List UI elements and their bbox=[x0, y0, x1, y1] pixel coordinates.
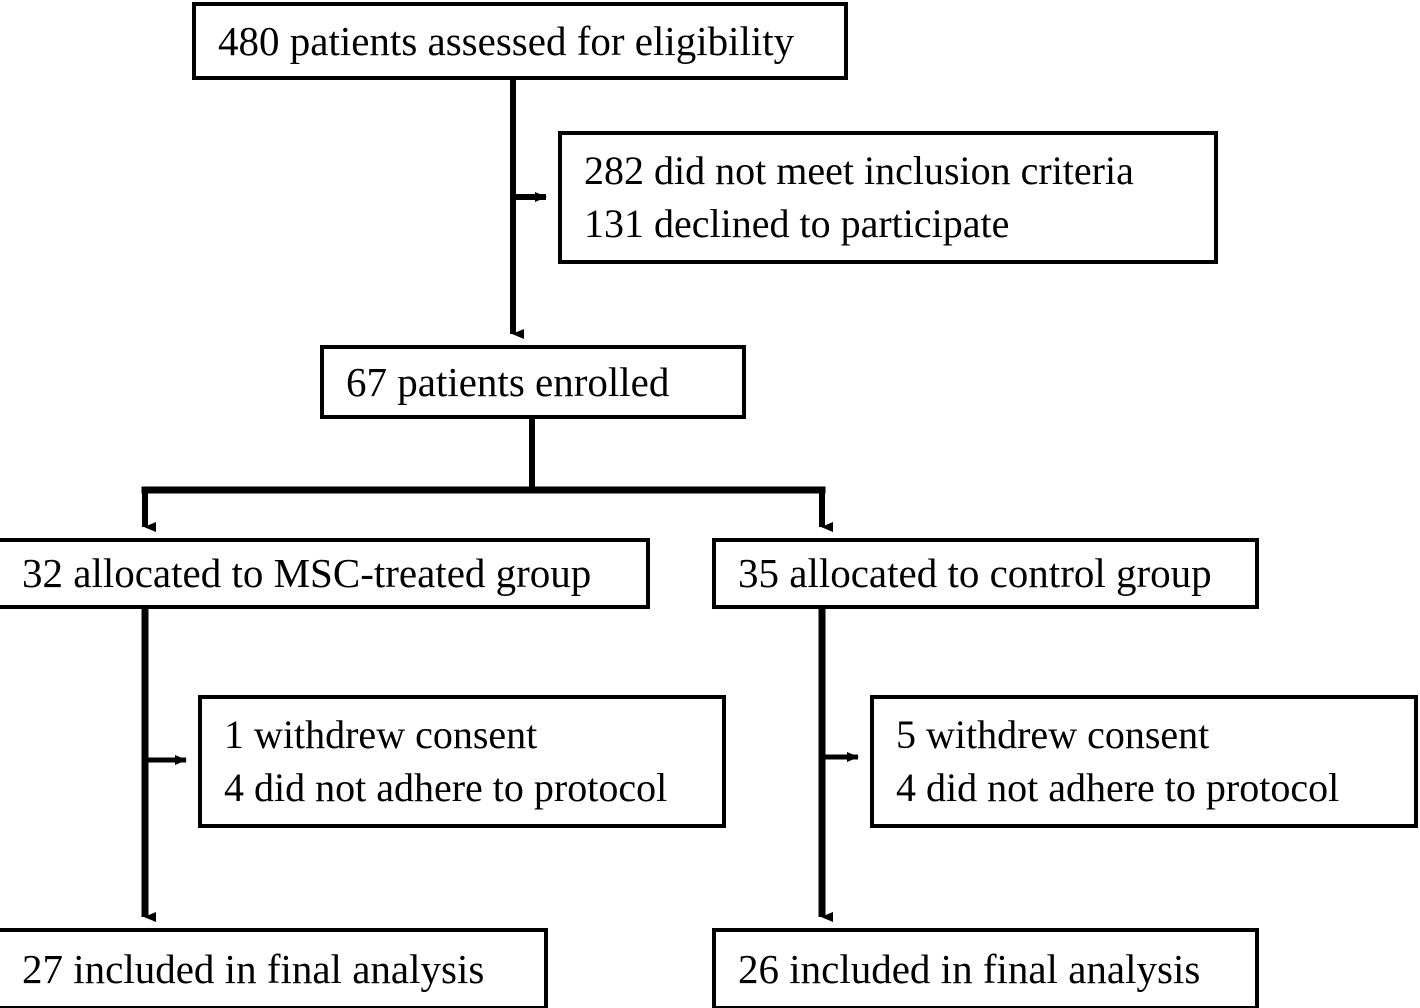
node-assessed-line-1: 480 patients assessed for eligibility bbox=[218, 17, 795, 64]
node-final-control-line-1: 26 included in final analysis bbox=[738, 945, 1201, 992]
node-withdrawn-control-line-1: 5 withdrew consent bbox=[896, 711, 1210, 757]
node-allocated-control-line-1: 35 allocated to control group bbox=[738, 550, 1212, 597]
node-withdrawn-msc-line-1: 1 withdrew consent bbox=[224, 711, 538, 757]
node-patients-enrolled: 67 patients enrolled bbox=[320, 345, 746, 419]
node-withdrawn-msc-line-2: 4 did not adhere to protocol bbox=[224, 764, 668, 810]
node-assessed-for-eligibility: 480 patients assessed for eligibility bbox=[192, 2, 848, 80]
node-final-msc-line-1: 27 included in final analysis bbox=[22, 945, 485, 992]
node-excluded-line-1: 282 did not meet inclusion criteria bbox=[584, 147, 1134, 193]
node-final-analysis-msc-group: 27 included in final analysis bbox=[0, 928, 548, 1008]
node-allocated-control-group: 35 allocated to control group bbox=[712, 538, 1259, 609]
node-excluded-line-2: 131 declined to participate bbox=[584, 200, 1010, 246]
node-allocated-msc-group: 32 allocated to MSC-treated group bbox=[0, 538, 650, 609]
node-withdrawn-msc-group: 1 withdrew consent 4 did not adhere to p… bbox=[198, 695, 726, 828]
node-final-analysis-control-group: 26 included in final analysis bbox=[712, 928, 1259, 1008]
node-allocated-msc-line-1: 32 allocated to MSC-treated group bbox=[22, 550, 592, 597]
node-excluded-reasons: 282 did not meet inclusion criteria 131 … bbox=[558, 131, 1218, 264]
node-enrolled-line-1: 67 patients enrolled bbox=[346, 358, 670, 405]
node-withdrawn-control-group: 5 withdrew consent 4 did not adhere to p… bbox=[870, 695, 1418, 828]
node-withdrawn-control-line-2: 4 did not adhere to protocol bbox=[896, 764, 1340, 810]
